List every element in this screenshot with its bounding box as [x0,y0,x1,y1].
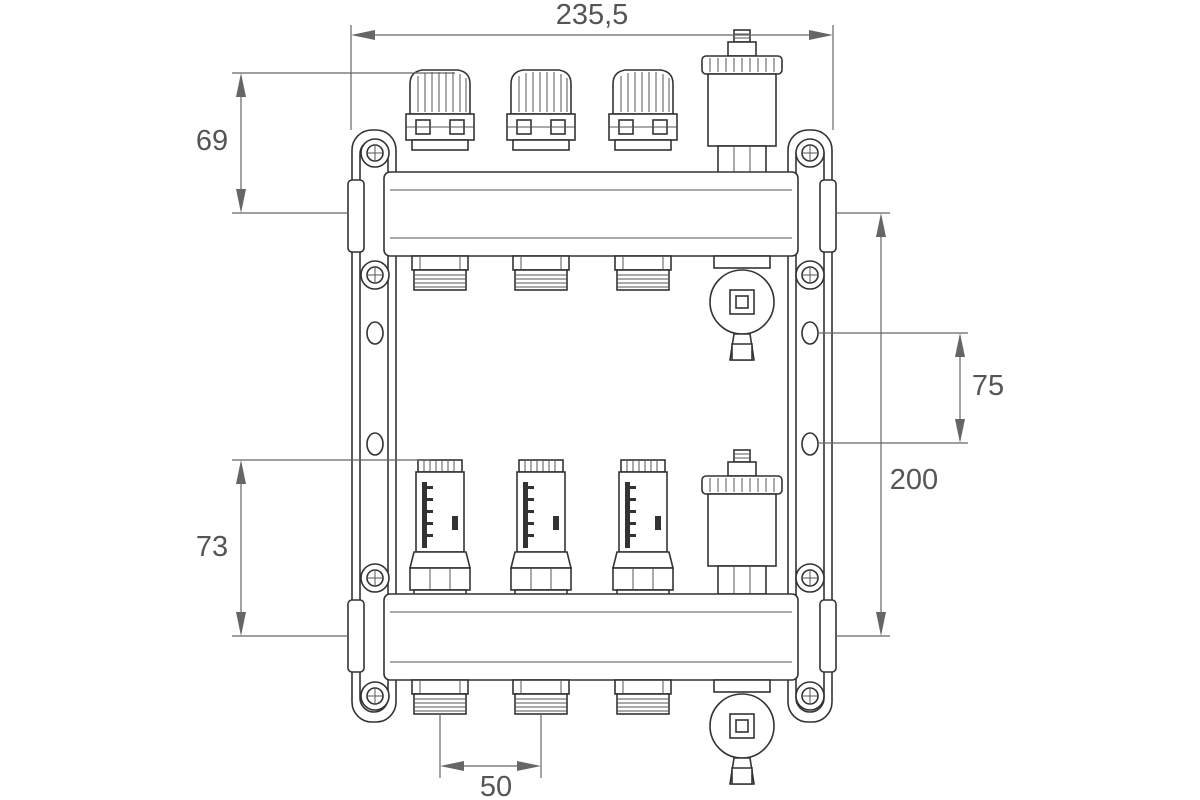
dimension-top-height-label: 69 [196,125,228,157]
dimension-overall-width-label: 235,5 [556,0,629,31]
dimension-manifold-spacing: 200 [836,212,938,637]
dimension-overall-width: 235,5 [350,0,834,130]
top-air-vent [701,29,783,175]
dimension-hole-spacing-label: 75 [972,370,1004,402]
dimension-bottom-height: 73 [196,459,430,637]
dimension-bottom-height-label: 73 [196,531,228,563]
top-outlet-nipples [411,255,771,291]
dimension-manifold-spacing-label: 200 [890,464,938,496]
top-drain-valve [709,269,775,361]
bottom-manifold-bar [383,593,799,681]
bottom-outlet-nipples [411,679,771,715]
bottom-drain-valve [709,693,775,785]
top-manifold-bar [383,171,799,257]
dimension-top-height: 69 [196,72,455,214]
dimension-outlet-pitch-label: 50 [480,771,512,800]
flow-meters [409,459,674,597]
dimension-outlet-pitch: 50 [439,714,542,800]
bottom-air-vent [701,449,783,595]
valve-caps [405,69,678,151]
dimension-hole-spacing: 75 [818,332,1004,444]
